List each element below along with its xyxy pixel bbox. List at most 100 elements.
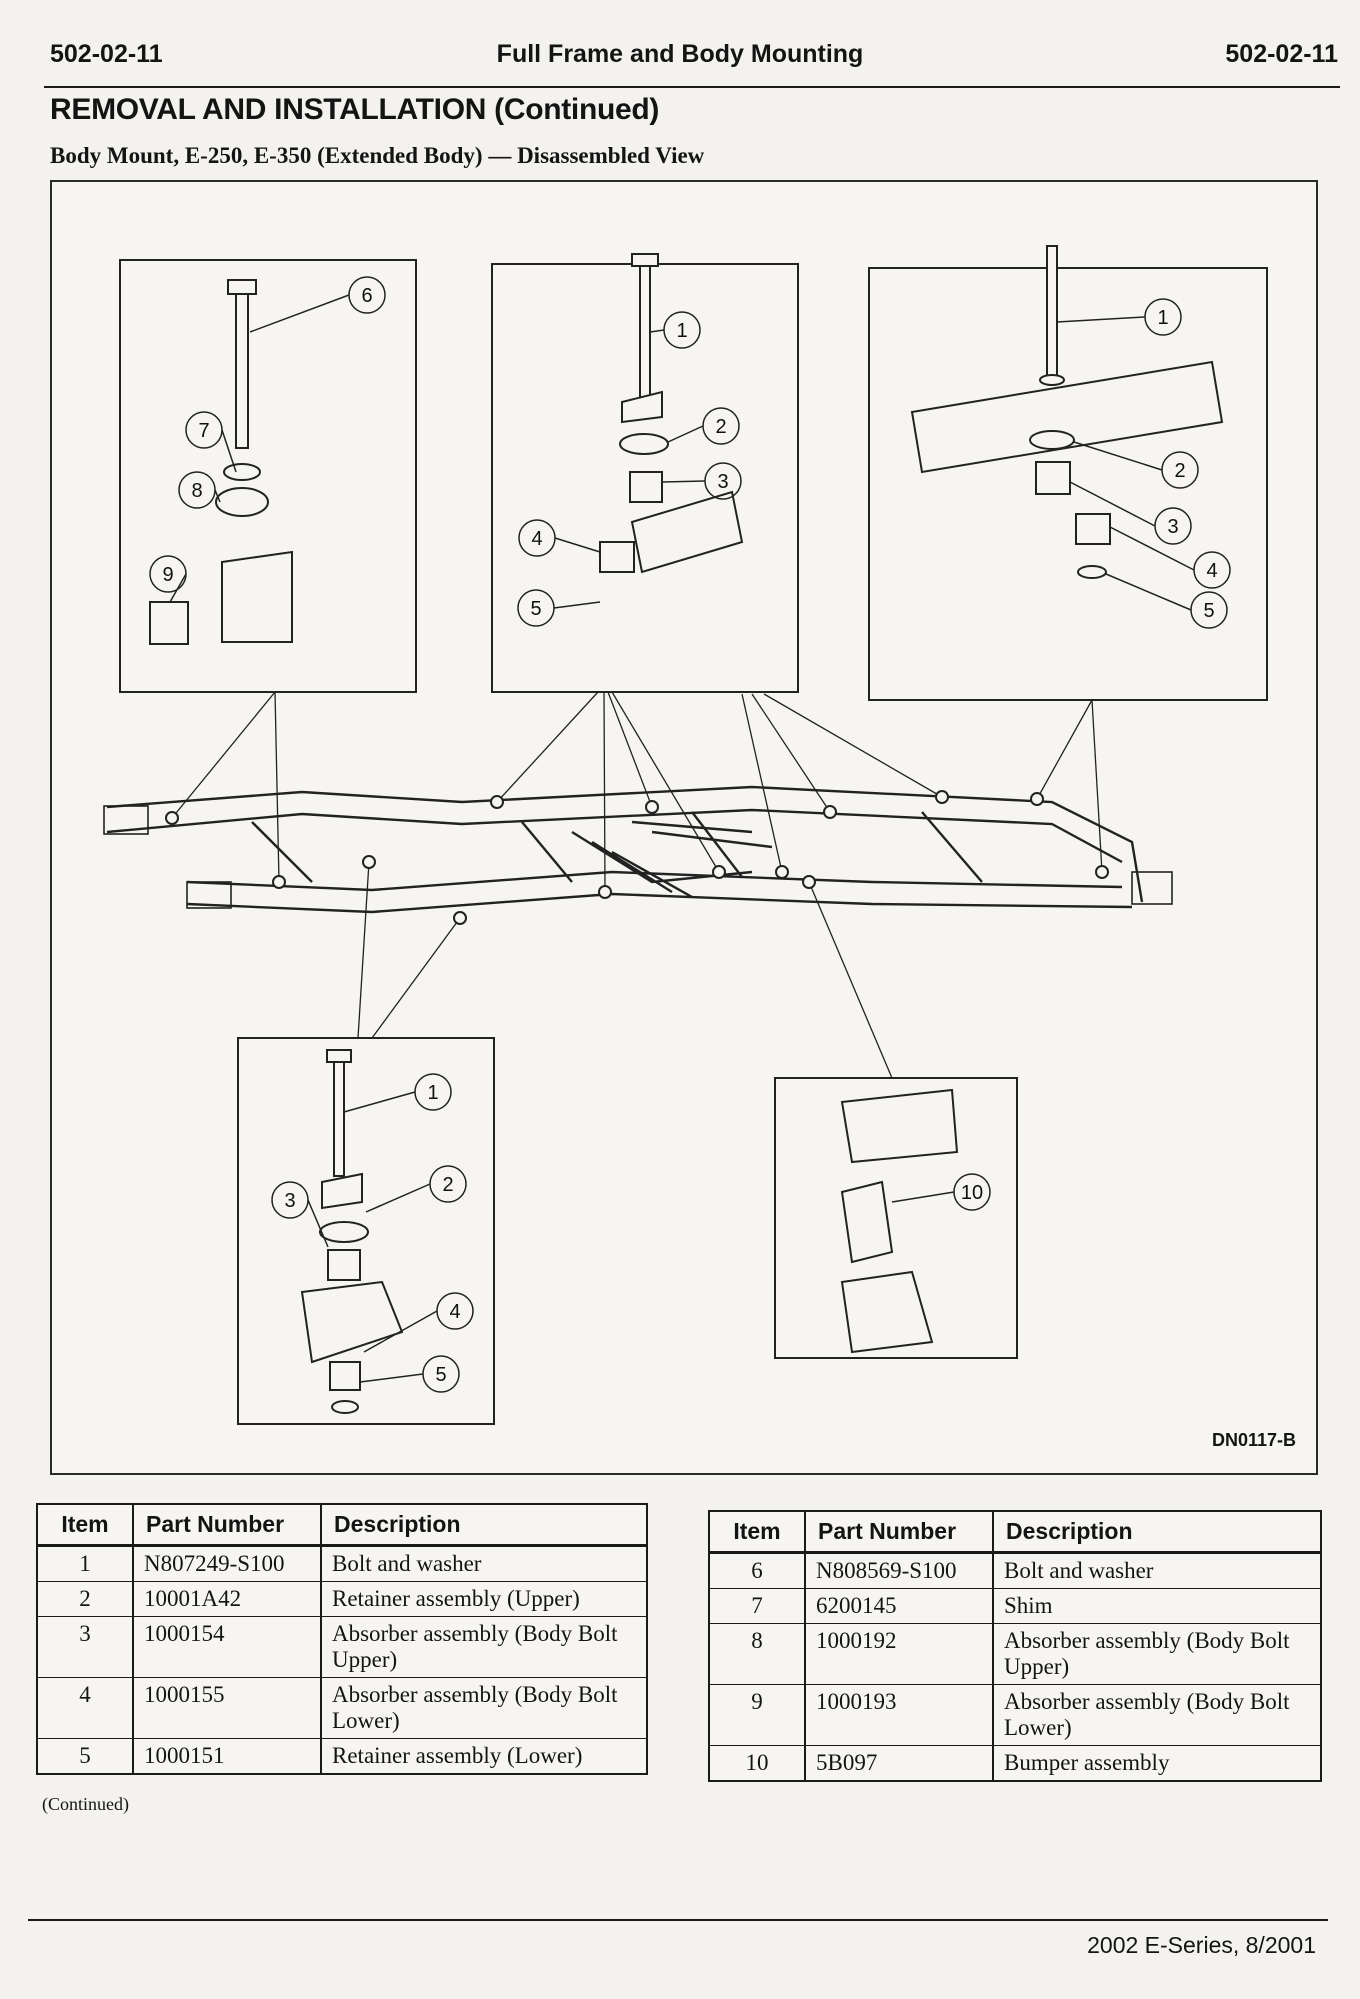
description-cell: Shim: [992, 1588, 1321, 1624]
part-number-cell: 1000151: [132, 1738, 321, 1774]
chapter-title: Full Frame and Body Mounting: [496, 40, 864, 68]
item-cell: 7: [709, 1588, 805, 1624]
callout-number: 5: [530, 598, 541, 620]
callout-number: 3: [1167, 516, 1178, 538]
callout-upper-center: 1 2 3 4 5: [517, 311, 742, 627]
table-header-row: Item Part Number Description: [37, 1504, 647, 1547]
frame-rails: [106, 785, 1144, 914]
description-cell: Retainer assembly (Upper): [320, 1581, 647, 1617]
item-cell: 10: [709, 1745, 805, 1781]
callout-number: 7: [198, 420, 209, 442]
detail-box-upper-right: [868, 267, 1268, 701]
callout-number: 2: [442, 1174, 453, 1196]
description-cell: Bolt and washer: [320, 1545, 647, 1582]
callout-upper-left: 6 7 8 9: [149, 276, 386, 603]
description-cell: Absorber assembly (Body Bolt Lower): [992, 1684, 1321, 1746]
col-item: Item: [37, 1504, 133, 1547]
item-cell: 4: [37, 1677, 133, 1739]
item-cell: 8: [709, 1623, 805, 1685]
frame-ends: [103, 805, 1173, 909]
col-description: Description: [992, 1511, 1321, 1554]
description-cell: Retainer assembly (Lower): [320, 1738, 647, 1774]
item-cell: 9: [709, 1684, 805, 1746]
part-number-cell: 10001A42: [132, 1581, 321, 1617]
callout-number: 9: [162, 564, 173, 586]
part-number-cell: 6200145: [804, 1588, 993, 1624]
col-part-number: Part Number: [804, 1511, 993, 1554]
callout-number: 1: [1157, 307, 1168, 329]
parts-upper-left: [149, 279, 293, 645]
item-cell: 5: [37, 1738, 133, 1774]
figure-title: Body Mount, E-250, E-350 (Extended Body)…: [50, 143, 705, 168]
item-cell: 1: [37, 1545, 133, 1582]
page-number-left: 502-02-11: [50, 40, 163, 68]
detail-box-lower-left: [237, 1037, 495, 1425]
description-cell: Absorber assembly (Body Bolt Upper): [992, 1623, 1321, 1685]
footer-rule: [28, 1919, 1328, 1921]
description-cell: Absorber assembly (Body Bolt Lower): [320, 1677, 647, 1739]
parts-upper-right: [910, 245, 1224, 579]
item-cell: 2: [37, 1581, 133, 1617]
part-number-cell: 1000192: [804, 1623, 993, 1685]
callout-number: 3: [717, 471, 728, 493]
callout-lower-left: 1 2 3 4 5: [271, 1073, 474, 1393]
col-item: Item: [709, 1511, 805, 1554]
callout-number: 4: [449, 1301, 460, 1323]
callout-number: 2: [1174, 460, 1185, 482]
exploded-view-figure: 6 7 8 9 1 2 3 4 5: [50, 180, 1318, 1475]
description-cell: Absorber assembly (Body Bolt Upper): [320, 1616, 647, 1678]
part-number-cell: N808569-S100: [804, 1552, 993, 1589]
callout-number: 10: [961, 1182, 983, 1204]
figure-code: DN0117-B: [1211, 1430, 1296, 1450]
callout-number: 1: [427, 1082, 438, 1104]
page-number-right: 502-02-11: [1225, 40, 1338, 68]
part-number-cell: 1000154: [132, 1616, 321, 1678]
callout-number: 4: [531, 528, 542, 550]
item-cell: 3: [37, 1616, 133, 1678]
frame-illustration: 6 7 8 9 1 2 3 4 5: [103, 245, 1268, 1425]
callout-number: 3: [284, 1190, 295, 1212]
part-number-cell: 1000193: [804, 1684, 993, 1746]
item-cell: 6: [709, 1552, 805, 1589]
callout-number: 5: [1203, 600, 1214, 622]
callout-lower-right: 10: [891, 1173, 991, 1211]
part-number-cell: 5B097: [804, 1745, 993, 1781]
mount-points: [165, 790, 1109, 925]
callout-number: 1: [676, 320, 687, 342]
description-cell: Bumper assembly: [992, 1745, 1321, 1781]
footer-edition: 2002 E-Series, 8/2001: [1087, 1932, 1316, 1958]
detail-box-upper-left: [119, 259, 417, 693]
callout-number: 2: [715, 416, 726, 438]
col-description: Description: [320, 1504, 647, 1547]
leader-lines: [171, 691, 1103, 1079]
parts-upper-center: [599, 253, 744, 574]
callout-number: 8: [191, 480, 202, 502]
callout-number: 6: [361, 285, 372, 307]
parts-lower-left: [300, 1049, 404, 1414]
detail-box-lower-right: [774, 1077, 1018, 1359]
header-rule: [44, 86, 1340, 88]
continued-note: (Continued): [42, 1794, 129, 1814]
table-header-row: Item Part Number Description: [709, 1511, 1321, 1554]
callout-number: 4: [1206, 560, 1217, 582]
part-number-cell: N807249-S100: [132, 1545, 321, 1582]
callout-number: 5: [435, 1364, 446, 1386]
col-part-number: Part Number: [132, 1504, 321, 1547]
callout-upper-right: 1 2 3 4 5: [1056, 298, 1231, 629]
parts-lower-right: [840, 1088, 959, 1354]
description-cell: Bolt and washer: [992, 1552, 1321, 1589]
section-title: REMOVAL AND INSTALLATION (Continued): [50, 93, 660, 126]
part-number-cell: 1000155: [132, 1677, 321, 1739]
